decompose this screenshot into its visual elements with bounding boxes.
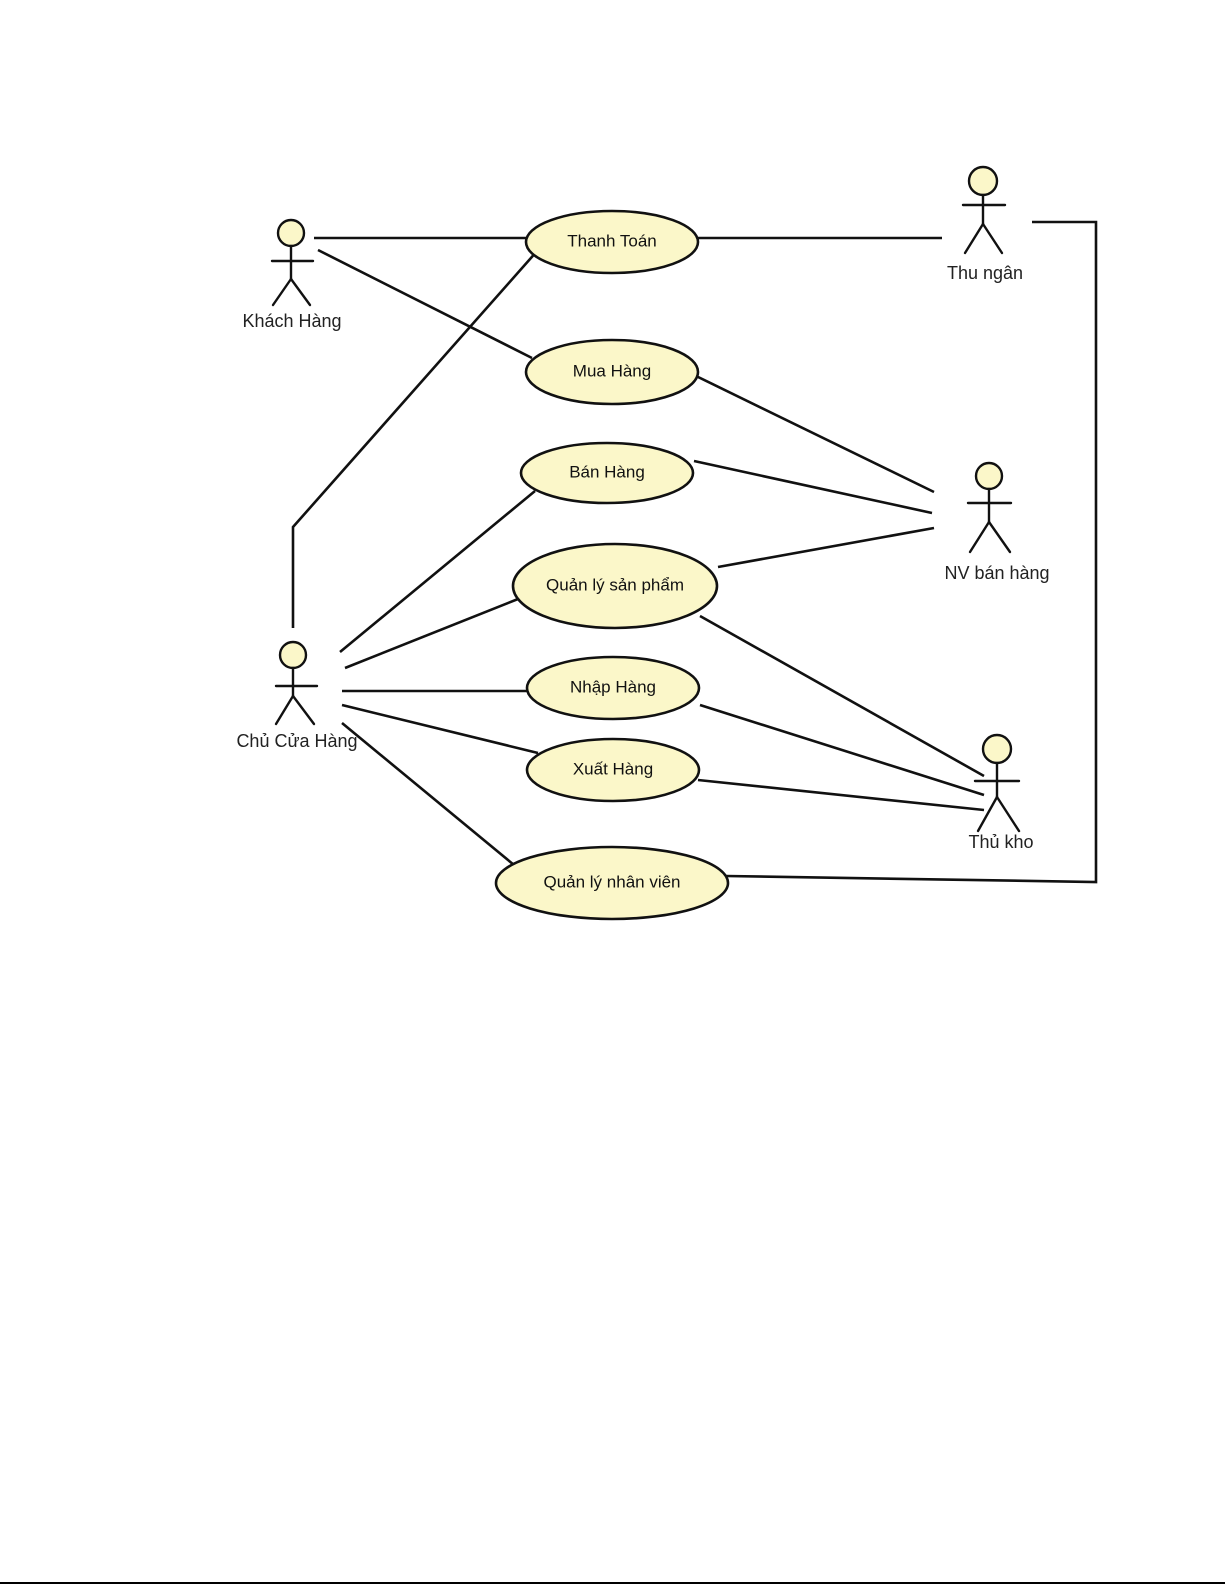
assoc-quan-ly-san-pham-thu-kho — [699, 614, 985, 778]
assoc-xuat-hang-thu-kho — [697, 778, 985, 812]
stick-figure-icon — [274, 640, 319, 726]
page-bottom-rule — [0, 1582, 1225, 1584]
use-case-ellipse — [525, 655, 701, 721]
actor-nv-ban-hang[interactable]: NV bán hàng — [944, 461, 1050, 583]
use-case-ellipse — [494, 845, 730, 921]
use-case-xuat-hang[interactable]: Xuất Hàng — [525, 737, 701, 803]
associations — [291, 220, 1098, 884]
use-case-label: Mua Hàng — [573, 361, 651, 380]
use-case-quan-ly-san-pham[interactable]: Quản lý sản phẩm — [511, 542, 719, 630]
actor-label: Chủ Cửa Hàng — [236, 731, 357, 751]
assoc-thu-ngan-quan-ly-nhan-vien — [725, 220, 1098, 884]
use-case-ellipse — [511, 542, 719, 630]
use-case-ellipse — [525, 737, 701, 803]
use-case-label: Nhập Hàng — [570, 677, 656, 696]
actor-label: Thủ kho — [968, 832, 1033, 852]
assoc-khach-hang-mua-hang — [317, 248, 533, 360]
assoc-chu-cua-hang-quan-ly-nhan-vien — [341, 721, 515, 867]
actor-label: NV bán hàng — [944, 563, 1049, 583]
actor-khach-hang[interactable]: Khách Hàng — [242, 218, 342, 331]
use-case-label: Quản lý nhân viên — [543, 872, 680, 891]
use-case-ban-hang[interactable]: Bán Hàng — [519, 441, 695, 505]
use-case-ellipse — [519, 441, 695, 505]
actor-thu-kho[interactable]: Thủ kho — [968, 733, 1034, 852]
assoc-quan-ly-san-pham-nv-ban-hang — [717, 526, 935, 569]
actor-label: Khách Hàng — [242, 311, 341, 331]
use-case-label: Quản lý sản phẩm — [546, 575, 684, 594]
assoc-mua-hang-nv-ban-hang — [693, 373, 935, 494]
use-case-ellipse — [524, 338, 700, 406]
use-case-nhap-hang[interactable]: Nhập Hàng — [525, 655, 701, 721]
assoc-chu-cua-hang-xuat-hang — [341, 703, 539, 755]
stick-figure-icon — [961, 165, 1007, 255]
stick-figure-icon — [973, 733, 1021, 833]
actor-chu-cua-hang[interactable]: Chủ Cửa Hàng — [236, 640, 358, 751]
use-case-label: Xuất Hàng — [573, 759, 653, 778]
actor-thu-ngan[interactable]: Thu ngân — [947, 165, 1023, 283]
stick-figure-icon — [966, 461, 1013, 554]
use-case-mua-hang[interactable]: Mua Hàng — [524, 338, 700, 406]
stick-figure-icon — [270, 218, 315, 307]
assoc-nhap-hang-thu-kho — [699, 703, 985, 797]
use-case-label: Thanh Toán — [567, 231, 656, 250]
assoc-chu-cua-hang-quan-ly-san-pham — [344, 597, 519, 670]
actor-label: Thu ngân — [947, 263, 1023, 283]
use-case-quan-ly-nhan-vien[interactable]: Quản lý nhân viên — [494, 845, 730, 921]
use-case-label: Bán Hàng — [569, 462, 645, 481]
assoc-chu-cua-hang-thanh-toan — [291, 249, 539, 628]
use-case-ellipse — [524, 209, 700, 275]
use-case-thanh-toan[interactable]: Thanh Toán — [524, 209, 700, 275]
assoc-chu-cua-hang-ban-hang — [339, 489, 536, 654]
assoc-ban-hang-nv-ban-hang — [693, 459, 933, 515]
